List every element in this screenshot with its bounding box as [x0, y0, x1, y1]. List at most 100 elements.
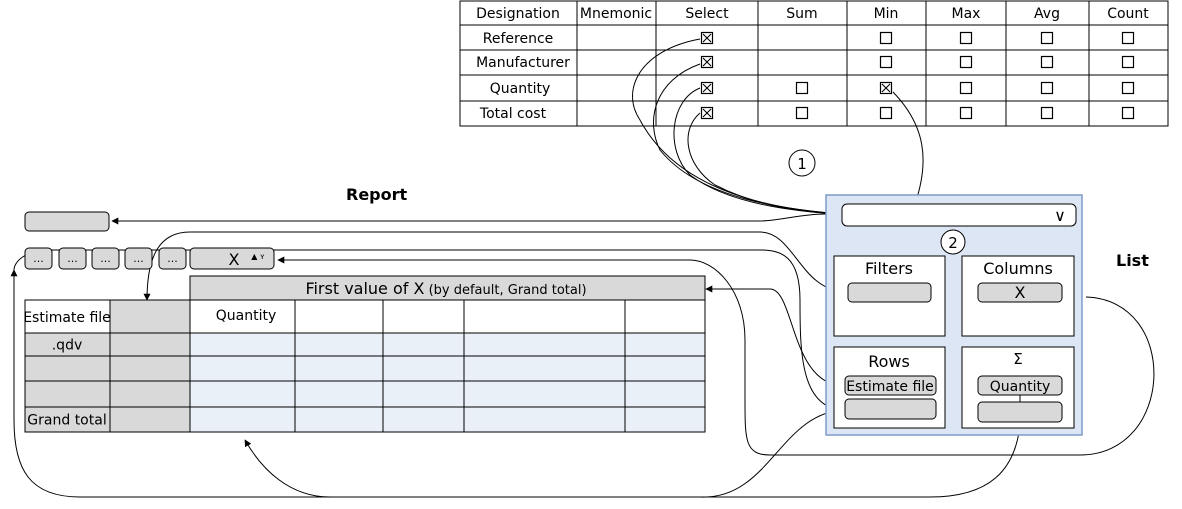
- filters-chip[interactable]: [847, 282, 932, 303]
- pivot-data-cell: [624, 406, 706, 433]
- checkbox-count-row-3[interactable]: [1121, 81, 1135, 95]
- pivot-data-cell: [294, 380, 384, 408]
- row-label-total-cost: Total cost: [479, 106, 547, 122]
- svg-text:...: ...: [67, 252, 78, 265]
- pivot-data-cell: [294, 406, 384, 433]
- columns-chip[interactable]: [977, 282, 1063, 303]
- checkbox-max-row-4[interactable]: [959, 106, 973, 120]
- checkbox-count-row-2[interactable]: [1121, 55, 1135, 69]
- rows-zone[interactable]: Rows Estimate file: [833, 346, 946, 429]
- sigma-icon: Σ: [1013, 350, 1022, 368]
- svg-text:...: ...: [100, 252, 111, 265]
- checkbox-avg-row-4[interactable]: [1040, 106, 1054, 120]
- checkbox-count-row-1[interactable]: [1121, 31, 1135, 45]
- pivot-row: [24, 355, 706, 382]
- report-title-box[interactable]: [24, 211, 110, 232]
- pivot-row: .qdv: [24, 332, 706, 357]
- checkbox-min-row-4[interactable]: [879, 106, 893, 120]
- col-header-designation: Designation: [476, 6, 560, 22]
- checkbox-avg-row-1[interactable]: [1040, 31, 1054, 45]
- checkbox-max-row-1[interactable]: [959, 31, 973, 45]
- checkbox-count-row-4[interactable]: [1121, 106, 1135, 120]
- checkbox-select-row-2[interactable]: [700, 55, 714, 69]
- rows-chip-estimate-file[interactable]: [844, 375, 937, 396]
- connector-manufacturer-to-dropdown: [653, 63, 843, 215]
- ellipsis-buttons: ... ... ... ... ...: [24, 247, 187, 270]
- filters-title: Filters: [865, 259, 913, 278]
- svg-text:1: 1: [797, 155, 807, 173]
- pivot-data-cell: [463, 406, 626, 433]
- checkbox-avg-row-2[interactable]: [1040, 55, 1054, 69]
- col-header-min: Min: [874, 6, 899, 22]
- columns-title: Columns: [983, 259, 1053, 278]
- pivot-data-cell: [382, 380, 465, 408]
- svg-text:2: 2: [948, 234, 958, 252]
- col-header-select: Select: [685, 6, 729, 22]
- pivot-data-cell: [382, 406, 465, 433]
- values-zone[interactable]: Σ Quantity: [961, 346, 1075, 429]
- filters-zone[interactable]: Filters: [833, 255, 946, 337]
- connector-rows-to-pivotheader: [705, 285, 846, 387]
- svg-text:...: ...: [33, 252, 44, 265]
- pivot-data-cell: [463, 332, 626, 357]
- col-header-sum: Sum: [786, 6, 817, 22]
- checkbox-avg-row-3[interactable]: [1040, 81, 1054, 95]
- pivot-data-cell: [463, 355, 626, 382]
- ellipsis-button-5[interactable]: ...: [158, 247, 187, 270]
- connector-min-to-dropdown: [892, 91, 924, 205]
- chevron-down-icon: ∨: [1054, 206, 1066, 225]
- checkbox-max-row-2[interactable]: [959, 55, 973, 69]
- list-panel: ∨ 2 Filters Columns X Rows Estimate file: [825, 194, 1083, 436]
- row-header-blank: [109, 299, 191, 334]
- pivot-data-cell: [189, 406, 296, 433]
- checkbox-select-row-1[interactable]: [700, 31, 714, 45]
- columns-zone[interactable]: Columns X: [961, 255, 1075, 337]
- ellipsis-button-2[interactable]: ...: [58, 247, 87, 270]
- pivot-data-cell: [382, 332, 465, 357]
- pivot-row: [24, 380, 706, 408]
- checkbox-min-row-2[interactable]: [879, 55, 893, 69]
- checkbox-select-row-3[interactable]: [700, 81, 714, 95]
- col-header-max: Max: [952, 6, 981, 22]
- checkbox-min-row-3[interactable]: [879, 81, 893, 95]
- pivot-data-cell: [189, 355, 296, 382]
- values-chip-empty[interactable]: [977, 401, 1063, 423]
- checkbox-sum-row-3[interactable]: [795, 81, 809, 95]
- row-header-cell: [24, 299, 111, 334]
- field-table-header: Designation Mnemonic Select Sum Min Max …: [476, 6, 1149, 22]
- pivot-row: Grand total: [24, 406, 706, 433]
- connector-sigma-to-data: [244, 424, 1021, 498]
- svg-text:...: ...: [133, 252, 144, 265]
- field-table-row-labels: Reference Manufacturer Quantity Total co…: [476, 31, 570, 122]
- rows-chip-empty[interactable]: [844, 398, 937, 420]
- list-label: List: [1116, 251, 1149, 270]
- pivot-data-cell: [624, 380, 706, 408]
- col-header-mnemonic: Mnemonic: [580, 6, 652, 22]
- field-selection-table: Designation Mnemonic Select Sum Min Max …: [459, 0, 1169, 127]
- col-header-avg: Avg: [1034, 6, 1060, 22]
- svg-text:...: ...: [167, 252, 178, 265]
- sort-icon: ▲ ʏ: [251, 252, 265, 261]
- rows-chip-label: Estimate file: [846, 379, 934, 395]
- col-header-count: Count: [1107, 6, 1149, 22]
- connector-totalcost-to-dropdown: [687, 112, 843, 215]
- columns-chip-label: X: [1015, 283, 1026, 302]
- pivot-data-cell: [624, 332, 706, 357]
- col-quantity-label: Quantity: [216, 308, 277, 324]
- pivot-data-cell: [624, 355, 706, 382]
- ellipsis-button-1[interactable]: ...: [24, 247, 53, 270]
- checkbox-min-row-1[interactable]: [879, 31, 893, 45]
- pivot-table: First value of X (by default, Grand tota…: [23, 275, 706, 433]
- x-filter-dropdown[interactable]: X ▲ ʏ: [189, 247, 275, 270]
- row-label-reference: Reference: [483, 31, 554, 47]
- pivot-data-cell: [189, 380, 296, 408]
- checkbox-sum-row-4[interactable]: [795, 106, 809, 120]
- checkbox-max-row-3[interactable]: [959, 81, 973, 95]
- values-chip-label: Quantity: [990, 379, 1051, 395]
- checkbox-select-row-4[interactable]: [700, 106, 714, 120]
- field-dropdown[interactable]: ∨: [841, 203, 1077, 227]
- ellipsis-button-3[interactable]: ...: [91, 247, 120, 270]
- pivot-data-cell: [463, 380, 626, 408]
- ellipsis-button-4[interactable]: ...: [124, 247, 153, 270]
